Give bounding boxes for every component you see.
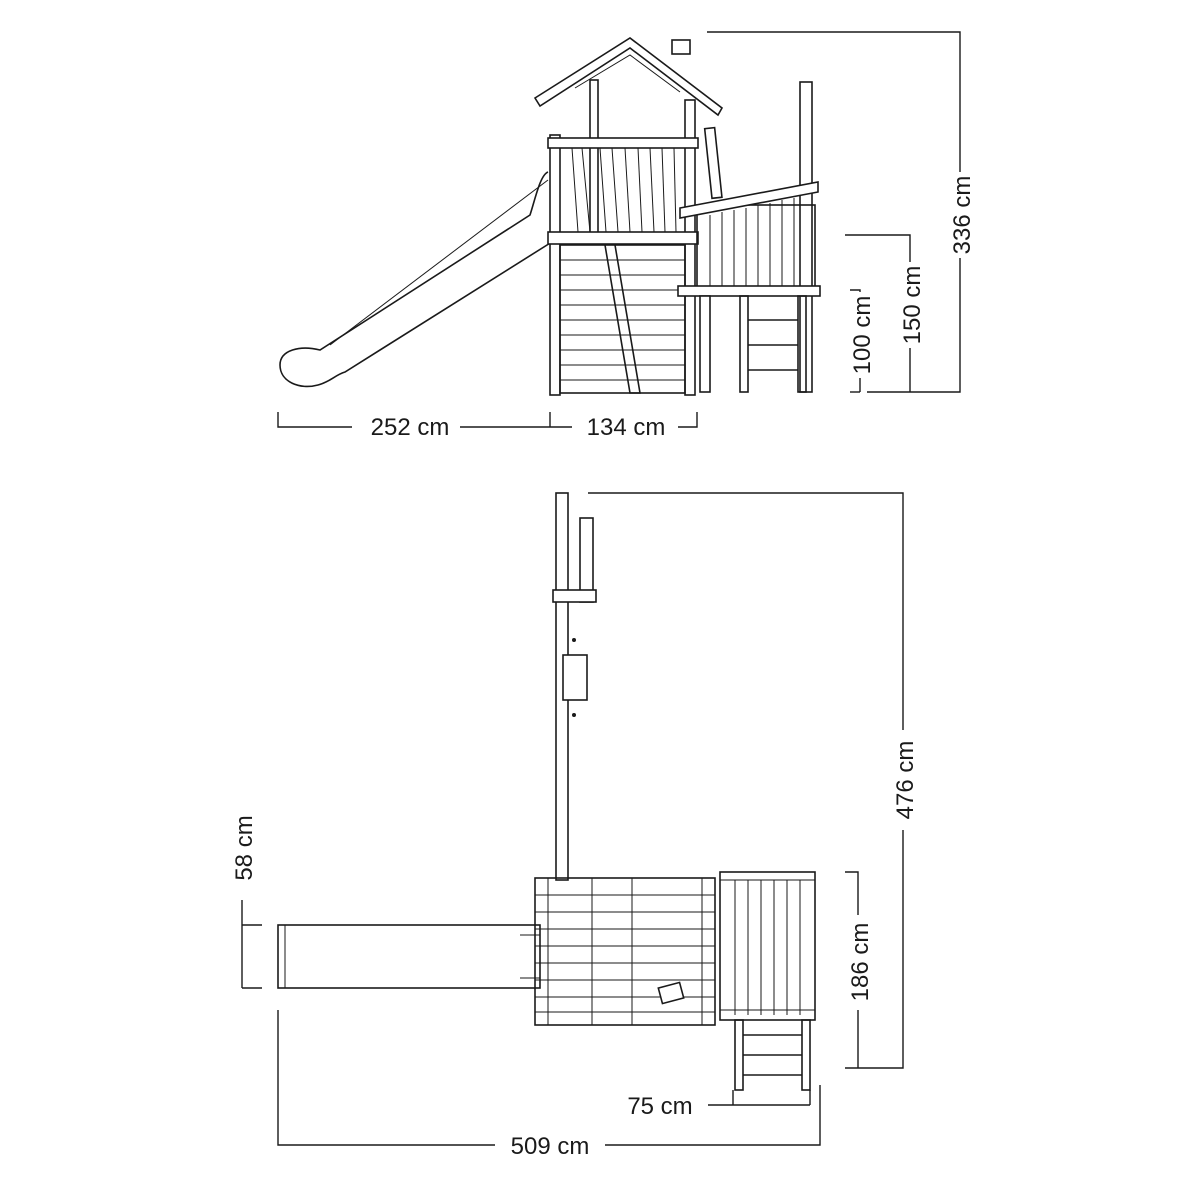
dim-150: 150 cm bbox=[845, 234, 926, 392]
dim-509: 509 cm bbox=[277, 1010, 821, 1160]
dim-336: 336 cm bbox=[707, 31, 976, 393]
dim-252: 252 cm bbox=[277, 412, 551, 441]
chimney bbox=[671, 39, 691, 55]
slide-plan bbox=[277, 924, 541, 989]
roof-post bbox=[589, 79, 599, 241]
tower-post-left bbox=[549, 134, 561, 396]
swing-bracket bbox=[562, 654, 588, 701]
dim-label-252: 252 cm bbox=[371, 414, 450, 441]
ladder-side bbox=[739, 295, 807, 393]
roof bbox=[533, 37, 724, 117]
dim-label-336: 336 cm bbox=[949, 176, 976, 255]
dim-476: 476 cm bbox=[588, 492, 919, 1069]
dim-label-186: 186 cm bbox=[847, 923, 874, 1002]
dim-label-150: 150 cm bbox=[899, 266, 926, 345]
slide-side bbox=[279, 171, 556, 388]
dim-label-134: 134 cm bbox=[587, 414, 666, 441]
right-deck-plan bbox=[719, 871, 816, 1021]
dim-186: 186 cm bbox=[845, 871, 874, 1068]
right-platform bbox=[677, 81, 821, 393]
slide-rail bbox=[329, 179, 549, 346]
dim-label-509: 509 cm bbox=[511, 1133, 590, 1160]
steering-wheel bbox=[657, 981, 685, 1005]
plan-view: 476 cm 186 cm 58 cm 75 cm 509 cm bbox=[231, 492, 919, 1160]
tower-deck-beam bbox=[547, 231, 699, 245]
tower-deck-plan bbox=[534, 877, 716, 1026]
lower-wall-planks bbox=[559, 244, 686, 394]
dim-100: 100 cm bbox=[849, 289, 876, 393]
dim-58: 58 cm bbox=[231, 815, 262, 989]
dim-134: 134 cm bbox=[550, 412, 698, 441]
diagonal-brace bbox=[604, 244, 641, 394]
dim-label-476: 476 cm bbox=[892, 741, 919, 820]
dim-label-58: 58 cm bbox=[231, 815, 258, 880]
side-elevation: 336 cm 150 cm 100 cm 252 cm 134 cm bbox=[277, 31, 976, 441]
upper-railing bbox=[547, 137, 699, 233]
swing-beam bbox=[552, 492, 597, 881]
dim-label-100: 100 cm bbox=[849, 296, 876, 375]
dim-label-75: 75 cm bbox=[627, 1093, 692, 1120]
dim-75: 75 cm bbox=[627, 1090, 811, 1120]
ladder-plan bbox=[734, 1019, 811, 1091]
